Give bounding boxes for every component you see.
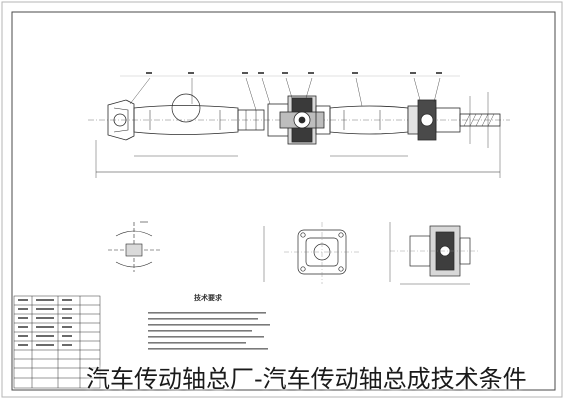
detail-circle <box>171 93 201 123</box>
driveshaft-assembly-view <box>88 75 510 178</box>
center-universal-joint <box>267 95 331 145</box>
page-caption: 汽车传动轴总厂-汽车传动轴总成技术条件 <box>86 365 527 393</box>
flange-end-view <box>263 222 360 284</box>
slip-joint <box>237 109 265 131</box>
parts-list-text-marks <box>18 299 72 346</box>
output-shaft <box>459 113 501 127</box>
left-yoke <box>107 99 135 141</box>
parts-list-table <box>13 295 101 389</box>
balloon-label-marks <box>146 72 442 74</box>
section-detail-view <box>108 221 160 272</box>
technical-notes-lines <box>148 312 270 350</box>
joint-side-view <box>389 222 480 285</box>
left-tube <box>133 105 239 135</box>
inner-frame <box>11 11 556 391</box>
technical-requirements-title: 技术要求 <box>194 294 222 302</box>
